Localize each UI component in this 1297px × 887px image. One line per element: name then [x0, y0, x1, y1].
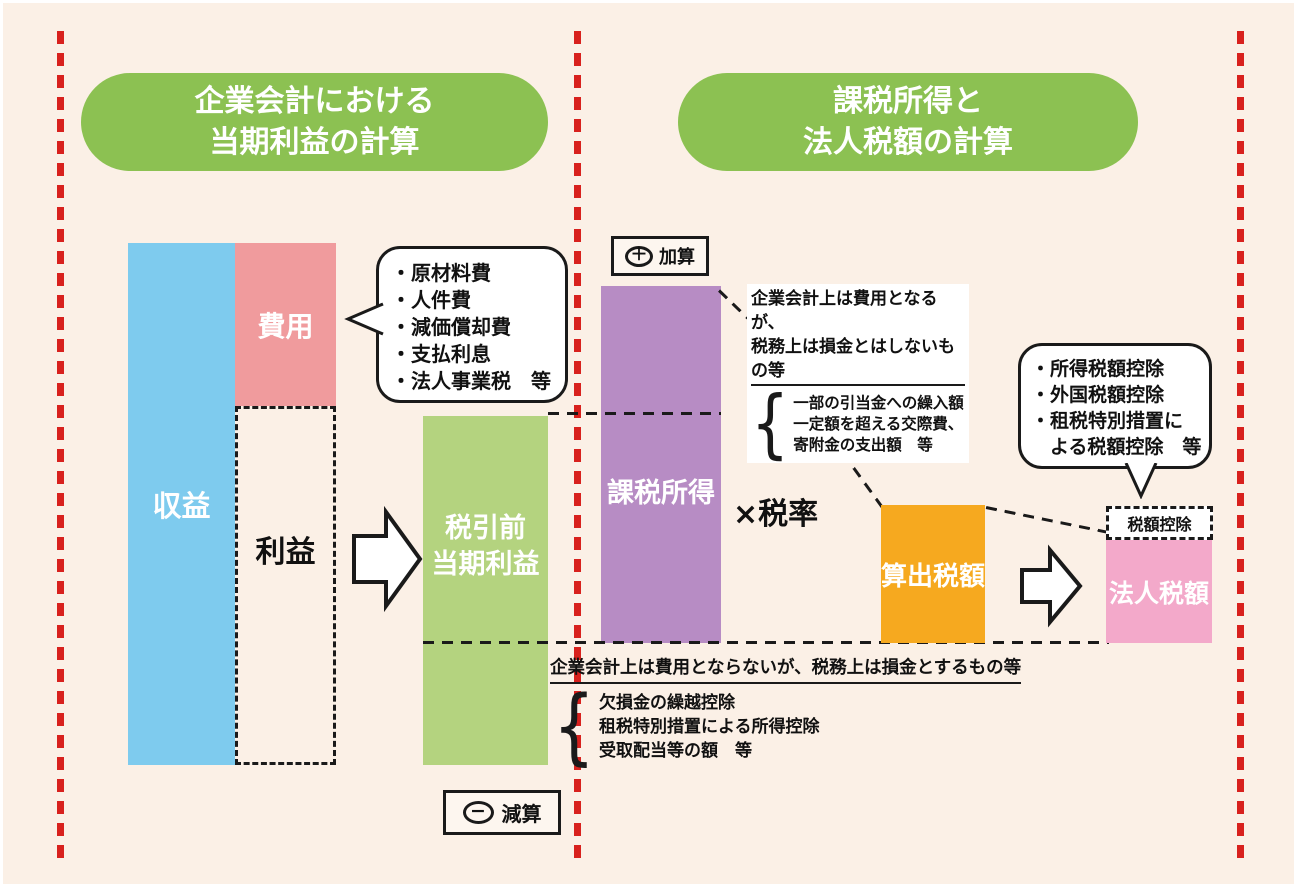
- dash-line-bottom: [423, 641, 1109, 644]
- subtraction-note-item: 欠損金の繰越控除: [599, 692, 735, 713]
- tax-credit-item: よる税額控除 等: [1031, 436, 1202, 458]
- bubble-tail-down-icon: [1124, 463, 1158, 499]
- expense-item: ・法人事業税 等: [391, 369, 551, 393]
- addition-badge-label: 加算: [659, 247, 695, 268]
- bar-corporate-tax-label: 法人税額: [1108, 578, 1209, 608]
- subtraction-note-item: 受取配当等の額 等: [599, 740, 752, 761]
- tax-credit-item: ・所得税額控除: [1031, 358, 1165, 380]
- addition-note-item: 一部の引当金への繰入額: [793, 393, 964, 412]
- bar-revenue-label: 収益: [152, 489, 211, 523]
- section-title-accounting: 企業会計における 当期利益の計算: [81, 73, 548, 171]
- red-divider-right: [1237, 31, 1244, 861]
- red-divider-center: [574, 31, 581, 861]
- addition-note-item: 一定額を超える交際費、: [793, 414, 964, 433]
- bar-revenue: 収益: [128, 243, 235, 765]
- bubble-tail-left-icon: [344, 302, 384, 336]
- tax-credit-item: ・租税特別措置に: [1031, 410, 1184, 432]
- bar-taxable-income-label: 課税所得: [607, 478, 715, 509]
- bar-expenses: 費用: [235, 243, 336, 406]
- expense-item: ・原材料費: [391, 261, 491, 285]
- brace-icon: {: [751, 380, 790, 468]
- dash-diag-to-tax-credit: [985, 506, 1109, 534]
- minus-icon: −: [462, 801, 494, 824]
- bar-pretax-profit-label: 税引前 当期利益: [431, 513, 540, 580]
- box-profit-label: 利益: [255, 535, 316, 570]
- expense-item: ・支払利息: [391, 342, 491, 366]
- bar-corporate-tax: 法人税額: [1106, 540, 1212, 643]
- plus-icon: ＋: [625, 245, 653, 267]
- red-divider-left: [57, 31, 64, 861]
- expense-item: ・人件費: [391, 288, 471, 312]
- addition-badge: ＋ 加算: [611, 236, 709, 276]
- box-profit: 利益: [235, 406, 336, 765]
- addition-note: 企業会計上は費用となるが、 税務上は損金とはしないもの等 { 一部の引当金への繰…: [747, 284, 969, 468]
- addition-note-item: 寄附金の支出額 等: [793, 435, 933, 454]
- tax-credit-box-label: 税額控除: [1127, 515, 1192, 534]
- dash-line-pretax-level: [548, 412, 721, 415]
- bar-taxable-income: 課税所得: [601, 286, 721, 643]
- dash-diag-to-addition-note: [717, 289, 749, 320]
- bar-calculated-tax-label: 算出税額: [881, 561, 986, 592]
- subtraction-badge-label: 減算: [501, 802, 542, 826]
- expense-items-bubble: ・原材料費 ・人件費 ・減価償却費 ・支払利息 ・法人事業税 等: [344, 246, 568, 403]
- tax-credit-item: ・外国税額控除: [1031, 384, 1165, 406]
- bar-calculated-tax: 算出税額: [881, 505, 985, 643]
- subtraction-badge: − 減算: [443, 790, 561, 835]
- tax-credit-items-bubble: ・所得税額控除 ・外国税額控除 ・租税特別措置に よる税額控除 等: [1018, 343, 1212, 499]
- subtraction-note-heading: 企業会計上は費用とならないが、税務上は損金とするもの等: [550, 656, 1022, 684]
- brace-icon: {: [553, 678, 595, 775]
- section-title-tax: 課税所得と 法人税額の計算: [678, 73, 1138, 171]
- tax-rate-label: ×税率: [733, 497, 819, 532]
- subtraction-note-item: 租税特別措置による所得控除: [599, 716, 820, 737]
- bar-pretax-profit: 税引前 当期利益: [423, 416, 548, 765]
- addition-note-line2: 税務上は損金とはしないもの等: [751, 335, 965, 386]
- expense-item: ・減価償却費: [391, 315, 511, 339]
- arrow-right-icon: [352, 505, 423, 613]
- bar-expenses-label: 費用: [257, 309, 314, 343]
- tax-credit-box: 税額控除: [1106, 506, 1213, 540]
- addition-note-line1: 企業会計上は費用となるが、: [751, 289, 938, 333]
- arrow-right-icon: [1020, 544, 1083, 628]
- subtraction-note: 企業会計上は費用とならないが、税務上は損金とするもの等 { 欠損金の繰越控除 租…: [550, 656, 1022, 775]
